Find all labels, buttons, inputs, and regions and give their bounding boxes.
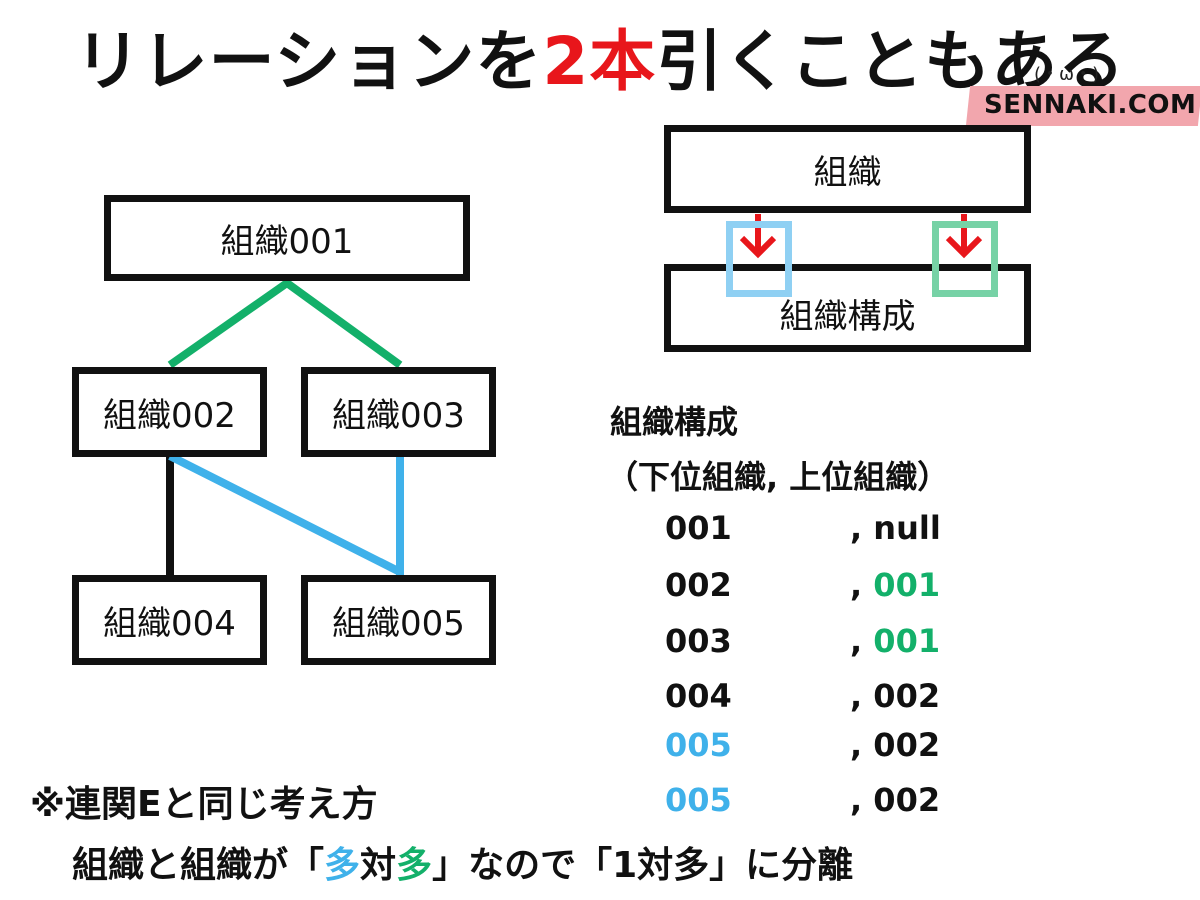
entity-org-structure: 組織構成 [664, 264, 1031, 352]
blue-link-002-005 [168, 452, 402, 576]
note-2e: 」なので「1対多」に分離 [432, 845, 854, 886]
node-org-003: 組織003 [301, 367, 496, 457]
title-highlight: 2本 [542, 23, 657, 100]
row-3-child: 003 [665, 622, 732, 660]
green-highlight-box [932, 221, 998, 297]
row-5-child: 005 [665, 726, 732, 764]
row-2-parent: , 001 [850, 566, 940, 604]
green-link-root [167, 278, 403, 369]
row-6-parent: , 002 [850, 781, 941, 819]
mascot-face: (・ω・) [1034, 64, 1100, 85]
note-line-1: ※連関Eと同じ考え方 [30, 784, 378, 825]
row-4-child: 004 [665, 677, 732, 715]
row-3-parent: , 001 [850, 622, 940, 660]
row-3-parent-value: 001 [873, 622, 941, 660]
node-org-002: 組織002 [72, 367, 267, 457]
row-4-parent: , 002 [850, 677, 941, 715]
note-2d: 多 [396, 845, 433, 886]
table-columns: （下位組織, 上位組織） [606, 458, 950, 496]
note-2a: 組織と組織が「 [72, 845, 325, 886]
entity-org: 組織 [664, 125, 1031, 213]
row-2-parent-value: 001 [873, 566, 941, 604]
note-2c: 対 [360, 845, 397, 886]
row-2-child: 002 [665, 566, 732, 604]
row-5-parent: , 002 [850, 726, 941, 764]
arrow-right-head [945, 235, 983, 259]
node-org-005: 組織005 [301, 575, 496, 665]
arrow-left-head [739, 235, 777, 259]
title-pre: リレーションを [74, 23, 543, 100]
row-6-child: 005 [665, 781, 732, 819]
site-badge: SENNAKI.COM [984, 90, 1197, 120]
table-name: 組織構成 [610, 403, 739, 441]
note-2b: 多 [324, 845, 361, 886]
row-3-sep: , [850, 622, 874, 660]
note-line-2: 組織と組織が「多対多」なので「1対多」に分離 [72, 836, 853, 888]
row-1-child: 001 [665, 509, 732, 547]
row-2-sep: , [850, 566, 874, 604]
blue-highlight-box [726, 221, 792, 297]
node-org-001: 組織001 [104, 195, 470, 281]
row-1-parent: , null [850, 509, 941, 547]
node-org-004: 組織004 [72, 575, 267, 665]
